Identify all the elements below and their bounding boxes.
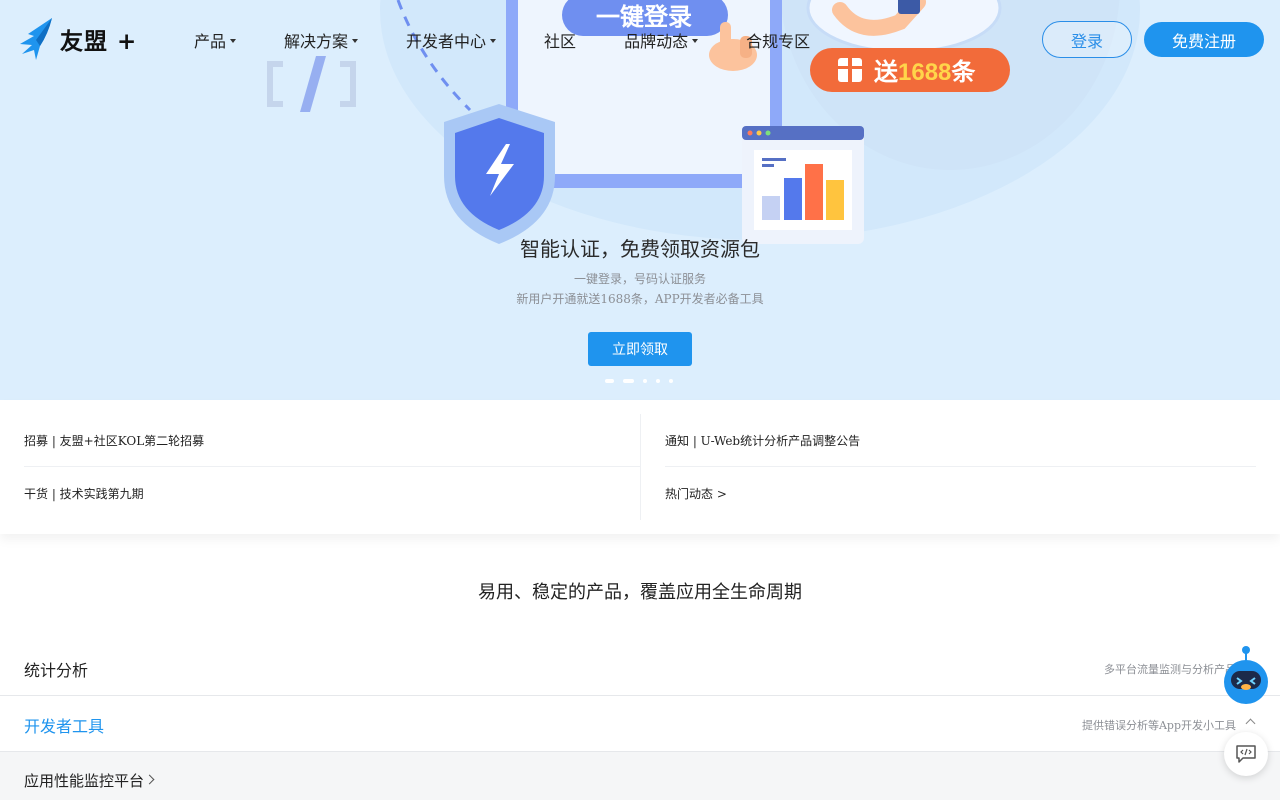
nav-item-label: 社区 [544, 32, 577, 51]
top-navbar: 友盟 + 产品 解决方案 开发者中心 社区 品牌动态 合规专区 登录 免费注册 [0, 0, 1280, 80]
section-title: 易用、稳定的产品，覆盖应用全生命周期 [478, 582, 802, 603]
brand-name: 友盟 + [60, 29, 138, 55]
chevron-up-icon [1245, 718, 1256, 729]
main-menu: 产品 解决方案 开发者中心 社区 品牌动态 合规专区 [194, 28, 810, 52]
nav-item-label: 解决方案 [284, 32, 349, 51]
person-illustration [806, 0, 1002, 54]
nav-item-label: 产品 [194, 32, 227, 51]
nav-item-label: 合规专区 [746, 32, 811, 51]
product-sub-item-label: 应用性能监控平台 [24, 772, 145, 790]
carousel-dot[interactable] [669, 379, 673, 383]
hero-banner: 一键登录 [0, 0, 1280, 400]
illustration-login-text: 一键登录 [596, 3, 692, 31]
svg-text:送1688条: 送1688条 [874, 58, 976, 86]
hot-news-link[interactable]: 热门动态 > [665, 487, 727, 501]
caret-down-icon [490, 39, 497, 43]
nav-item-brand-news[interactable]: 品牌动态 [624, 28, 699, 52]
product-sub-item[interactable]: 应用性能监控平台 [0, 752, 1280, 800]
nav-item-label: 品牌动态 [624, 32, 689, 51]
hand-icon [709, 22, 757, 71]
hero-title: 智能认证，免费领取资源包 [520, 237, 760, 261]
chevron-right-icon [144, 774, 155, 785]
news-column-right: 通知 | U-Web统计分析产品调整公告 热门动态 > [640, 414, 1256, 520]
news-panel: 招募 | 友盟+社区KOL第二轮招募 干货 | 技术实践第九期 通知 | U-W… [0, 400, 1280, 534]
news-column-left: 招募 | 友盟+社区KOL第二轮招募 干货 | 技术实践第九期 [24, 414, 640, 520]
news-link[interactable]: 招募 | 友盟+社区KOL第二轮招募 [24, 414, 640, 467]
caret-down-icon [230, 39, 237, 43]
product-row-analytics[interactable]: 统计分析 多平台流量监测与分析产品 [0, 640, 1280, 696]
shield-icon [444, 104, 555, 244]
code-bracket-icon [267, 56, 356, 112]
nav-item-products[interactable]: 产品 [194, 28, 237, 52]
nav-item-label: 开发者中心 [406, 32, 487, 51]
hero-subtitle-line2: 新用户开通就送1688条，APP开发者必备工具 [516, 292, 764, 306]
hero-illustration: 一键登录 [267, 0, 1010, 244]
news-link[interactable]: 通知 | U-Web统计分析产品调整公告 [665, 414, 1256, 467]
login-button[interactable]: 登录 [1042, 21, 1132, 58]
register-button[interactable]: 免费注册 [1144, 22, 1264, 57]
product-row-title: 开发者工具 [24, 717, 105, 736]
carousel-dot-active[interactable] [623, 379, 634, 383]
gift-badge: 送1688条 [810, 48, 1010, 92]
product-row-desc: 提供错误分析等App开发小工具 [1081, 719, 1236, 732]
feedback-button[interactable] [1224, 732, 1268, 776]
carousel-dots [605, 379, 682, 383]
bar-chart-window-icon [742, 126, 864, 244]
claim-now-button[interactable]: 立即领取 [588, 332, 692, 366]
one-click-login-pill [562, 0, 728, 36]
gift-text-suffix: 条 [951, 59, 976, 86]
carousel-dot[interactable] [643, 379, 647, 383]
product-row-title: 统计分析 [24, 661, 89, 680]
carousel-dot[interactable] [656, 379, 660, 383]
feedback-icon [1236, 745, 1256, 763]
brand-logo[interactable]: 友盟 + [18, 18, 137, 60]
hero-subtitle-line1: 一键登录，号码认证服务 [573, 272, 706, 286]
gift-number: 1688 [898, 59, 951, 86]
carousel-dot[interactable] [605, 379, 614, 383]
caret-down-icon [692, 39, 699, 43]
product-row-desc: 多平台流量监测与分析产品 [1104, 663, 1236, 676]
robot-assistant-icon[interactable] [1222, 644, 1270, 704]
nav-item-developer-center[interactable]: 开发者中心 [406, 28, 497, 52]
nav-item-compliance[interactable]: 合规专区 [746, 28, 810, 52]
gift-text-prefix: 送 [874, 58, 899, 86]
nav-item-community[interactable]: 社区 [544, 28, 576, 52]
caret-down-icon [352, 39, 359, 43]
product-row-dev-tools[interactable]: 开发者工具 提供错误分析等App开发小工具 [0, 696, 1280, 752]
news-link[interactable]: 干货 | 技术实践第九期 [24, 487, 144, 501]
nav-item-solutions[interactable]: 解决方案 [284, 28, 359, 52]
dashed-arc [396, 0, 472, 112]
umeng-logo-icon [20, 18, 52, 60]
